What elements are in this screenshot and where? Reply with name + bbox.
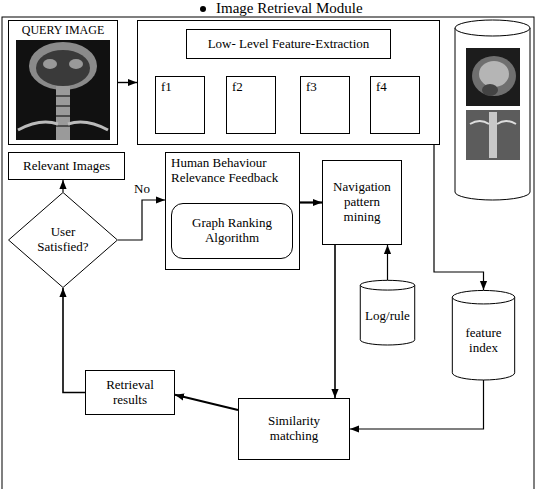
node-text: Relevant Images [23, 159, 110, 174]
feature-box: f1 [155, 76, 205, 134]
algorithm-box: Graph Ranking Algorithm [171, 203, 293, 259]
module-box: Low- Level Feature-Extraction f1 f2 f3 f4 [137, 20, 440, 145]
node-text: Log/rule [365, 309, 410, 324]
node-text: Similarity matching [243, 414, 345, 444]
node-text: Navigation pattern mining [327, 180, 397, 225]
title: Image Retrieval Module [213, 0, 366, 16]
database-cylinder [455, 20, 530, 200]
edge-label: No [132, 181, 152, 196]
connector-arrow [350, 380, 484, 429]
index-database: feature index [452, 290, 515, 380]
connector-arrow [387, 245, 388, 280]
cylinder-body [452, 297, 514, 380]
feature-box: f4 [370, 76, 420, 134]
node-text: f1 [161, 80, 172, 95]
connector-arrow [62, 180, 63, 192]
connector-arrow [334, 245, 336, 398]
connector-arrow [63, 288, 85, 393]
node-text: Graph Ranking Algorithm [176, 216, 288, 246]
decision-diamond: User Satisfied? [8, 192, 118, 288]
feature-box: f2 [226, 76, 276, 134]
connector-arrow [118, 82, 137, 83]
connector-arrow [434, 145, 484, 290]
feature-box: f3 [300, 76, 350, 134]
bullet [200, 6, 206, 12]
node-text: Retrieval results [90, 378, 170, 408]
feedback-box: Human Behaviour Relevance FeedbackGraph … [165, 152, 300, 270]
node-text: f2 [232, 80, 243, 95]
connector-arrow [175, 395, 238, 410]
node-text: Human Behaviour Relevance Feedback [171, 156, 294, 186]
connector-arrow [118, 200, 165, 240]
query-box: QUERY IMAGE [8, 20, 118, 145]
process-box: Retrieval results [85, 370, 175, 415]
outer-frame [2, 17, 534, 489]
log-database: Log/rule [360, 280, 415, 345]
node-text: f3 [306, 80, 317, 95]
cylinder-body [360, 285, 414, 345]
cylinder-top [452, 290, 514, 304]
diamond-shape [9, 192, 118, 287]
node-text: f4 [376, 80, 387, 95]
result-box: Relevant Images [8, 152, 125, 180]
node-text: User Satisfied? [28, 225, 97, 255]
node-text: QUERY IMAGE [22, 24, 105, 38]
process-box: Navigation pattern mining [322, 160, 402, 245]
process-box: Similarity matching [238, 398, 350, 460]
node-text: Low- Level Feature-Extraction [186, 29, 391, 59]
node-text: feature index [456, 326, 511, 356]
xray-image [16, 40, 110, 140]
cylinder-top [360, 280, 414, 290]
connector-arrow [300, 201, 322, 203]
